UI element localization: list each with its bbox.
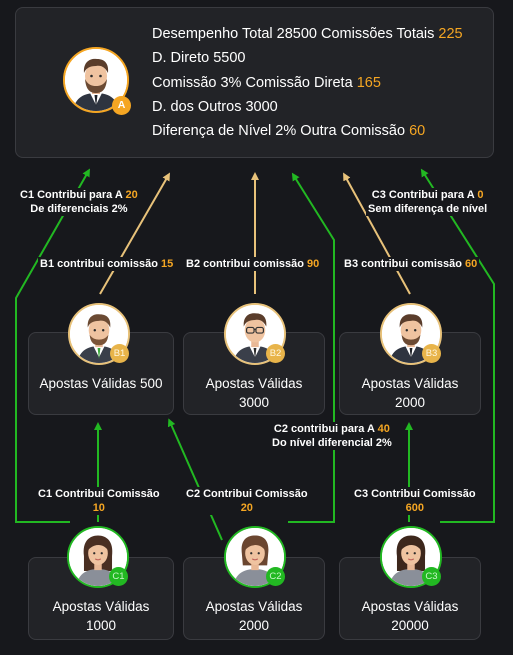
arrow-c1-to-a bbox=[15, 168, 90, 523]
diff-note-c2: C2 contribui para A 40 Do nível diferenc… bbox=[270, 422, 394, 450]
b2-contribution-label: B2 contribui comissão 90 bbox=[184, 257, 322, 271]
direct-commission-value: 165 bbox=[356, 74, 381, 91]
user-a-avatar bbox=[63, 47, 129, 113]
b2-badge: B2 bbox=[266, 344, 285, 363]
summary-card: A Desempenho Total 28500 Comissões Totai… bbox=[15, 7, 494, 158]
diff-note-c3: C3 Contribui para A 0 Sem diferença de n… bbox=[366, 188, 490, 216]
other-commission-value: 60 bbox=[409, 123, 426, 140]
direct-commission-line: Comissão 3% Comissão Direta 165 bbox=[152, 74, 381, 91]
arrow-b1-to-a bbox=[99, 172, 170, 295]
total-performance-line: Desempenho Total 28500 Comissões Totais … bbox=[152, 26, 463, 42]
man-glasses-avatar-icon bbox=[226, 305, 284, 363]
b1-badge: B1 bbox=[110, 344, 129, 363]
diff-note-c1: C1 Contribui para A 20 De diferenciais 2… bbox=[18, 188, 140, 216]
b2-avatar bbox=[224, 303, 286, 365]
arrow-c2-to-b1 bbox=[167, 418, 223, 541]
avatar-a-badge: A bbox=[112, 96, 131, 115]
c2-badge: C2 bbox=[266, 567, 285, 586]
arrow-c2-to-a bbox=[288, 172, 335, 523]
c3-badge: C3 bbox=[422, 567, 441, 586]
b1-contribution-label: B1 contribui comissão 15 bbox=[38, 257, 176, 271]
direct-performance-line: D. Direto 5500 bbox=[152, 50, 246, 67]
b1-valid-bets: Apostas Válidas 500 bbox=[39, 376, 163, 391]
c1-avatar bbox=[67, 526, 129, 588]
arrow-c3-to-a bbox=[420, 168, 495, 523]
total-commission-value: 225 bbox=[438, 26, 463, 42]
arrow-b3-to-a bbox=[343, 172, 411, 295]
other-commission-line: Diferença de Nível 2% Outra Comissão 60 bbox=[152, 123, 426, 140]
c1-badge: C1 bbox=[109, 567, 128, 586]
others-performance-line: D. dos Outros 3000 bbox=[152, 98, 278, 115]
summary-stats: Desempenho Total 28500 Comissões Totais … bbox=[152, 22, 463, 143]
b3-contribution-label: B3 contribui comissão 60 bbox=[342, 257, 480, 271]
b3-badge: B3 bbox=[422, 344, 441, 363]
